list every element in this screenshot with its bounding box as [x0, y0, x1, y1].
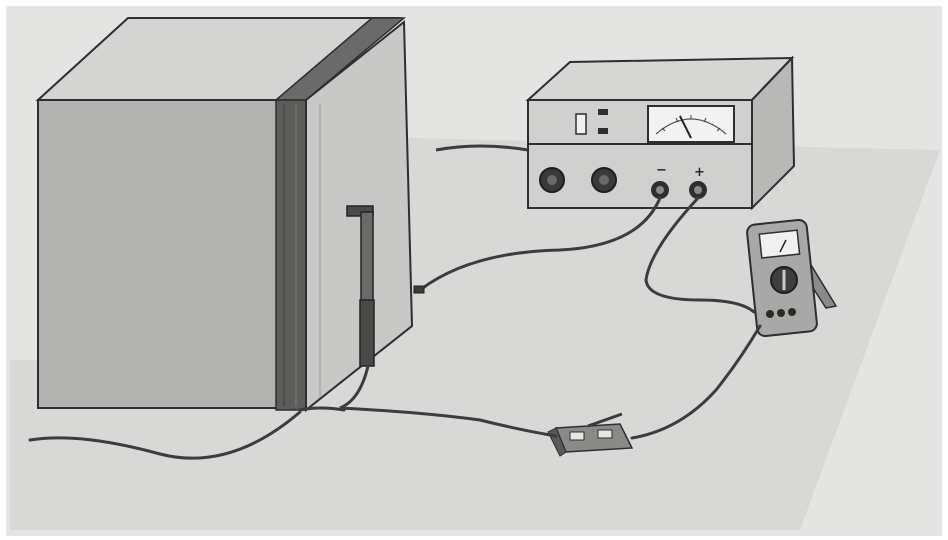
multimeter-jack: [788, 308, 796, 316]
indicator-light-bottom: [598, 128, 608, 134]
positive-terminal-label: +: [694, 165, 705, 180]
oven-door-edge: [276, 100, 306, 410]
sample-contact-right: [598, 430, 612, 438]
power-supply-top: [528, 58, 792, 100]
sample-contact-left: [570, 432, 584, 440]
positive-terminal-post: [694, 186, 702, 194]
power-switch: [576, 114, 586, 134]
indicator-light-top: [598, 109, 608, 115]
power-supply: − +: [528, 58, 794, 208]
oven-front-face: [38, 100, 282, 408]
sample-plate-base: [556, 424, 632, 452]
negative-terminal-post: [656, 186, 664, 194]
negative-terminal-label: −: [656, 163, 667, 178]
multimeter-display: [759, 230, 799, 258]
oven-connector: [414, 286, 424, 293]
multimeter-jack: [777, 309, 785, 317]
probe-grip: [360, 300, 374, 366]
knob-left-cap: [547, 175, 557, 185]
multimeter-jack: [766, 310, 774, 318]
knob-right-cap: [599, 175, 609, 185]
